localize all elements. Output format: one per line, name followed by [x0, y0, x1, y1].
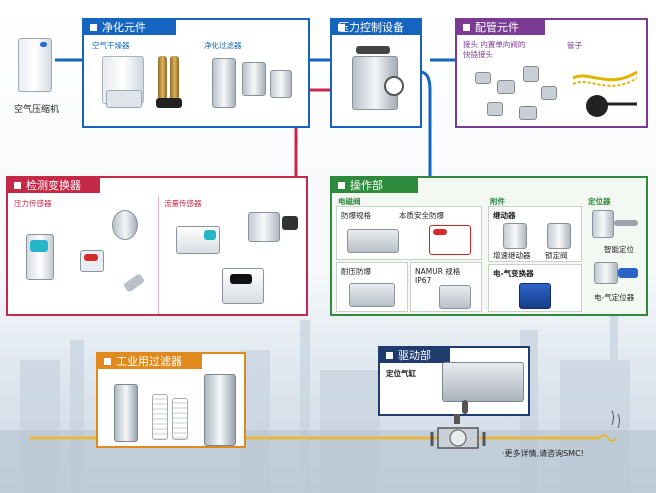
pressure-control-title: 压力控制设备	[332, 20, 420, 35]
ep-positioner-icon	[594, 262, 618, 284]
dryer-block-icon	[156, 98, 182, 108]
purification-title: 净化元件	[84, 20, 176, 35]
filter-bowl-icon	[242, 62, 266, 96]
dryer-base-icon	[106, 90, 142, 108]
compressor-icon	[18, 38, 52, 92]
lock-valve-icon	[547, 223, 571, 249]
relay-panel: 继动器 增速继动器 锁定阀	[488, 206, 582, 262]
fitting-icon	[487, 102, 503, 116]
relay-label: 继动器	[493, 211, 516, 220]
filter-bowl-icon	[270, 70, 292, 98]
flow-display-icon	[204, 230, 216, 240]
flow-switch-cable-icon	[282, 216, 298, 230]
drive-title: 驱动部	[380, 348, 450, 363]
regulator-knob-icon	[356, 46, 390, 54]
namur-valve-icon	[439, 285, 471, 309]
ep-label: 电-气变换器	[493, 269, 534, 278]
control-valve-icon	[430, 414, 486, 449]
drive-box: 驱动部 定位气缸	[378, 346, 530, 416]
dryer-label: 空气干燥器	[92, 41, 130, 50]
tubing-label: 管子	[567, 41, 582, 50]
pressure-sensor-label: 压力传感器	[14, 199, 52, 208]
detection-box: 检测变换器 压力传感器 流量传感器	[6, 176, 308, 316]
pressure-gauge-icon	[384, 76, 404, 96]
filter-element-icon	[172, 398, 188, 440]
industrial-filter-box: 工业用过滤器	[96, 352, 246, 448]
fitting-icon	[519, 106, 537, 120]
piping-title: 配管元件	[457, 20, 545, 35]
large-filter-vessel-icon	[204, 374, 236, 446]
fitting-icon	[475, 72, 491, 84]
positioning-cylinder-icon	[442, 362, 524, 402]
fitting-icon	[497, 80, 515, 94]
compressor-indicator	[40, 42, 47, 47]
ep-converter-panel: 电-气变换器	[488, 264, 582, 312]
solenoid-label: 电磁阀	[338, 197, 361, 206]
flow-sensor-label: 流量传感器	[164, 199, 202, 208]
pressure-probe-icon	[122, 273, 146, 293]
namur-label: NAMUR 规格	[415, 267, 461, 276]
operation-box: 操作部 电磁阀 附件 定位器 防爆规格 本质安全防爆 耐压防爆 NAMUR 规格…	[330, 176, 648, 316]
purification-box: 净化元件 空气干燥器 净化过滤器	[82, 18, 310, 128]
compressor-label: 空气压缩机	[14, 105, 60, 115]
pressure-control-box: 压力控制设备	[330, 18, 422, 128]
ep-positioner-module-icon	[618, 268, 638, 278]
flow-monitor-display-icon	[230, 274, 252, 284]
operation-title: 操作部	[332, 178, 418, 193]
smart-label: 智能定位	[604, 245, 634, 254]
lock-label: 锁定阀	[545, 251, 568, 260]
pressure-proof-panel: 耐压防爆	[336, 262, 408, 312]
booster-label: 增速继动器	[493, 251, 531, 260]
smart-positioner-icon	[592, 210, 614, 238]
cylinder-label: 定位气缸	[386, 369, 416, 378]
filter-element-icon	[152, 394, 168, 440]
pressure-transmitter-icon	[112, 210, 138, 240]
solenoid-manifold-icon	[347, 229, 399, 253]
barrier-label-icon	[433, 229, 447, 235]
positioner-label: 定位器	[588, 197, 611, 206]
tubing-icon	[572, 70, 638, 117]
explosion-label: 防爆规格	[341, 211, 371, 220]
ip-label: IP67	[415, 276, 432, 285]
accessories-label: 附件	[490, 197, 505, 206]
switch-display-icon	[84, 254, 98, 261]
cylinder-stem-icon	[462, 400, 468, 414]
pressure-proof-valve-icon	[349, 283, 395, 307]
dryer-cartridge-icon	[158, 56, 167, 100]
filter-label: 净化过滤器	[204, 41, 242, 50]
detection-title: 检测变换器	[8, 178, 100, 193]
filter-bowl-icon	[212, 58, 236, 108]
explosion-proof-panel: 防爆规格 本质安全防爆	[336, 206, 482, 260]
fittings-label: 接头 内置单向阀的 快插接头	[463, 40, 526, 59]
piping-box: 配管元件 接头 内置单向阀的 快插接头 管子	[455, 18, 648, 128]
flow-switch-icon	[248, 212, 280, 242]
ep-converter-icon	[519, 283, 551, 309]
ep-positioner-label: 电-气定位器	[594, 293, 635, 302]
fitting-icon	[541, 86, 557, 100]
detection-divider	[158, 196, 159, 314]
sensor-display-icon	[30, 240, 48, 252]
dryer-cartridge-icon	[170, 56, 179, 100]
filter-housing-icon	[114, 384, 138, 442]
positioner-lever-icon	[614, 220, 638, 226]
namur-panel: NAMUR 规格 IP67	[410, 262, 482, 312]
intrinsic-label: 本质安全防爆	[399, 211, 444, 220]
fitting-icon	[523, 66, 539, 82]
footer-note: ·更多详情,请咨询SMC!	[502, 449, 584, 458]
corrosion-label: 耐压防爆	[341, 267, 371, 276]
industrial-filter-title: 工业用过滤器	[98, 354, 202, 369]
booster-relay-icon	[503, 223, 527, 249]
